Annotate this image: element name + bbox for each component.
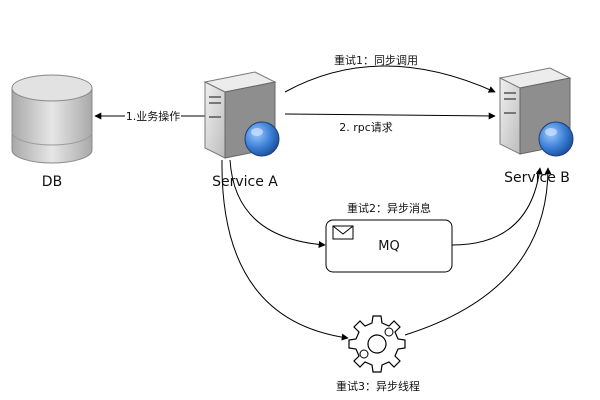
mail-icon [332,225,354,240]
edge-rpc-request [284,112,496,120]
edge-label-retry-mq: 重试2：异步消息 [347,201,431,215]
server-icon [498,67,572,155]
db-label: DB [42,174,62,190]
edge-label-retry-thread: 重试3：异步线程 [336,379,420,393]
mq-box [325,219,453,273]
globe-icon [538,121,574,157]
gear-icon [348,315,406,373]
mq-label: MQ [378,239,399,254]
database-icon [11,74,93,164]
edge-retry-thread-b [404,167,552,336]
service-b-label: Service B [504,170,570,186]
edge-label-rpc-request: 2. rpc请求 [339,121,393,134]
edge-label-business-op: 1.业务操作 [126,109,181,123]
edge-label-retry-sync: 重试1：同步调用 [334,53,418,67]
globe-icon [244,121,280,157]
edge-retry-mq-a [229,159,326,248]
edge-retry-mq-b [451,167,543,246]
service-a-label: Service A [212,174,278,190]
edge-retry-thread-a [221,159,349,341]
edge-retry-sync [284,65,496,93]
